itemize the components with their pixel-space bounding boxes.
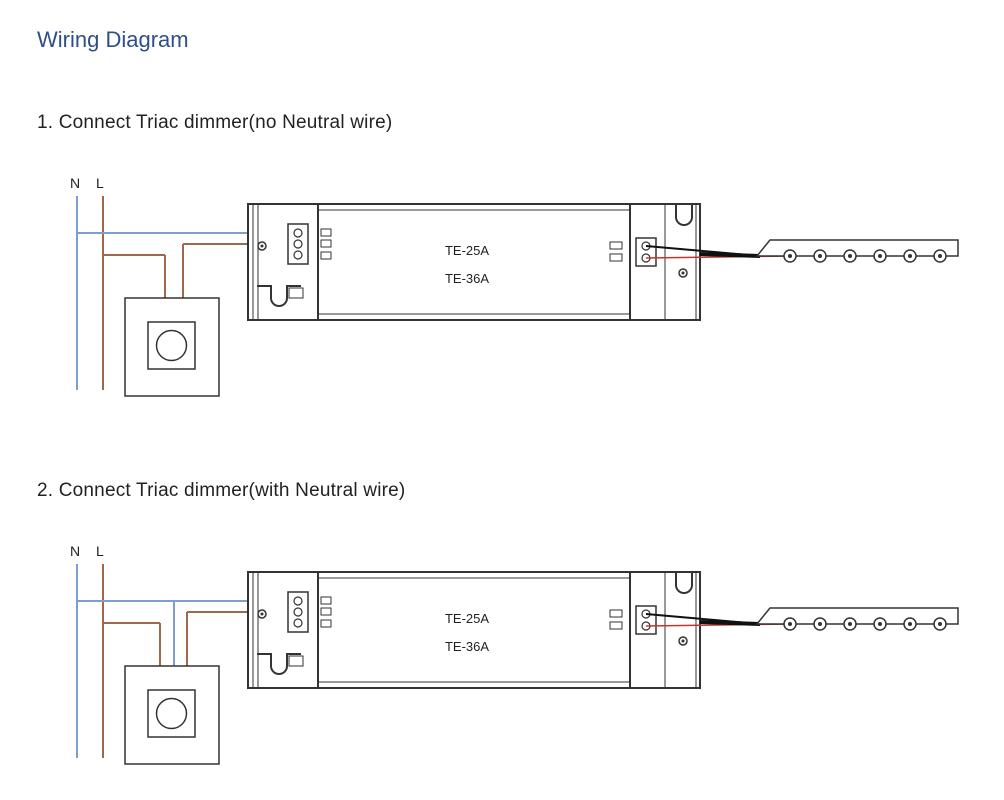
driver-model-1: TE-25A xyxy=(445,611,489,626)
led-chip-center xyxy=(788,622,792,626)
section-1-title: 1. Connect Triac dimmer(no Neutral wire) xyxy=(37,112,393,133)
dimmer-knob-icon xyxy=(155,697,188,730)
led-chip-center xyxy=(788,254,792,258)
driver-model-2: TE-36A xyxy=(445,271,489,286)
driver-model-2: TE-36A xyxy=(445,639,489,654)
section-2-title: 2. Connect Triac dimmer(with Neutral wir… xyxy=(37,480,406,501)
led-chip-center xyxy=(818,622,822,626)
led-chip-center xyxy=(908,622,912,626)
wiring-diagram-2: N L TE-25A T xyxy=(70,543,959,765)
led-chip-center xyxy=(938,622,942,626)
live-label: L xyxy=(96,543,104,559)
led-driver xyxy=(247,203,701,321)
live-label: L xyxy=(96,175,104,191)
driver-model-1: TE-25A xyxy=(445,243,489,258)
neutral-label: N xyxy=(70,175,80,191)
page-title: Wiring Diagram xyxy=(37,27,189,52)
output-cable xyxy=(699,620,761,626)
led-chip-center xyxy=(938,254,942,258)
wiring-diagram-1: N L xyxy=(70,175,959,397)
dimmer-knob-icon xyxy=(155,329,188,362)
neutral-label: N xyxy=(70,543,80,559)
led-chip-center xyxy=(878,254,882,258)
led-chip-center xyxy=(848,254,852,258)
led-chip-center xyxy=(908,254,912,258)
led-strip xyxy=(755,239,959,263)
led-chip-center xyxy=(818,254,822,258)
led-chip-center xyxy=(878,622,882,626)
led-chip-center xyxy=(848,622,852,626)
output-cable xyxy=(699,252,761,258)
led-strip xyxy=(755,607,959,631)
led-driver xyxy=(247,571,701,689)
